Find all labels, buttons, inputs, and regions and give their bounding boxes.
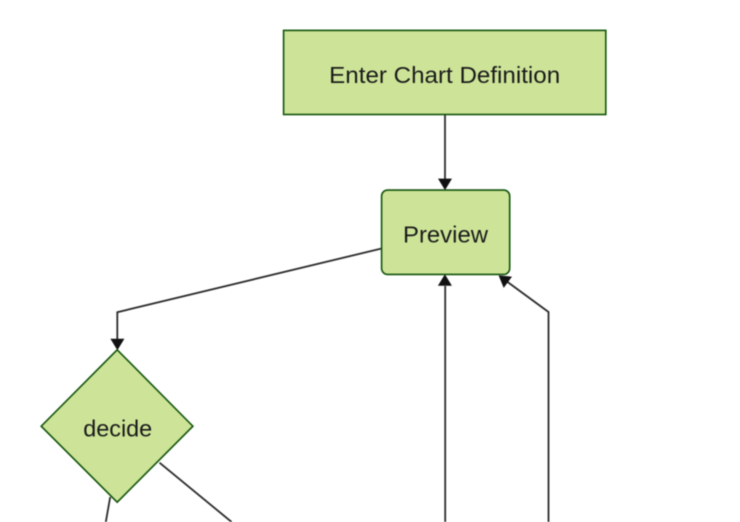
svg-text:Enter Chart Definition: Enter Chart Definition: [329, 62, 560, 88]
svg-text:decide: decide: [83, 415, 152, 441]
svg-text:Preview: Preview: [403, 222, 489, 248]
